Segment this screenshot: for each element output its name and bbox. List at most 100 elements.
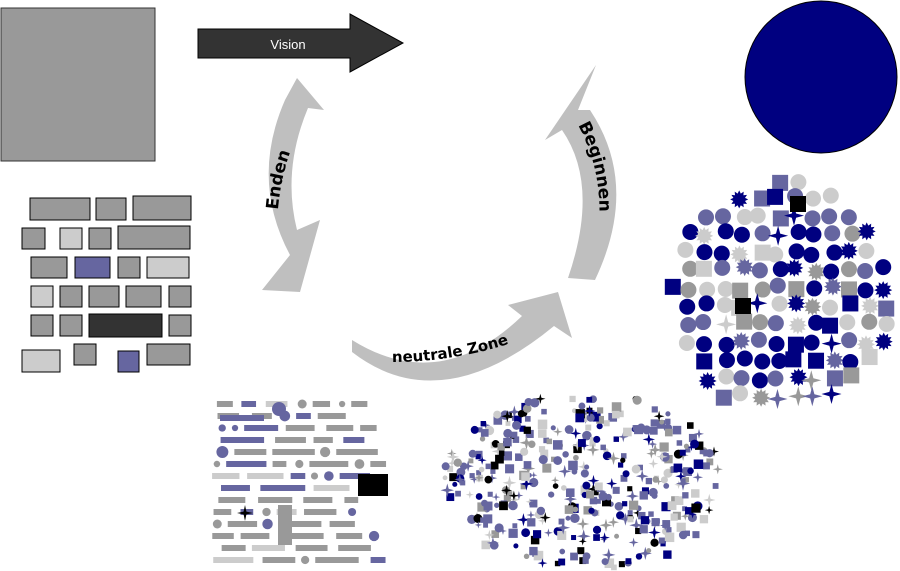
field-square (620, 453, 627, 459)
cluster-square (754, 190, 771, 207)
field-star (544, 528, 553, 538)
bar (212, 473, 240, 479)
field-square (586, 396, 593, 403)
cluster-circle (790, 223, 807, 240)
field-square (611, 564, 617, 571)
field-square (543, 437, 549, 444)
field-square (650, 419, 658, 427)
cluster-circle (824, 225, 841, 242)
field-square (589, 496, 598, 505)
field-star (675, 470, 687, 482)
field-square (666, 527, 672, 533)
cluster-circle (788, 243, 805, 260)
bar (309, 461, 349, 467)
cluster-circle (822, 299, 839, 316)
field-dot (513, 543, 519, 549)
cluster-circle (861, 313, 878, 330)
field-star (563, 492, 577, 506)
cluster-circle (823, 263, 840, 280)
field-square (586, 490, 595, 499)
field-square (491, 530, 500, 538)
bar (247, 473, 284, 479)
cluster-circle (857, 262, 874, 279)
brick (21, 227, 46, 250)
field-square (625, 558, 632, 565)
field-star (576, 529, 591, 544)
cluster-circle (679, 298, 696, 315)
bar (212, 533, 234, 539)
field-dot (614, 502, 624, 511)
brick (30, 285, 54, 308)
bar-dot (354, 459, 365, 469)
field-star (577, 460, 590, 473)
cluster-burst (732, 332, 751, 350)
cluster-circle (696, 244, 713, 261)
field-square (449, 473, 458, 482)
field-dot (548, 491, 555, 498)
field-square (611, 402, 622, 412)
field-star (674, 480, 683, 489)
field-star (607, 516, 619, 528)
field-square (477, 427, 483, 433)
cluster-star (747, 293, 768, 314)
field-square (475, 454, 481, 460)
field-dot (620, 457, 626, 463)
field-square (477, 502, 487, 512)
field-dot (478, 466, 485, 473)
field-star (629, 518, 644, 533)
bar (262, 557, 296, 563)
field-star (687, 443, 696, 452)
cluster-circle (804, 210, 821, 227)
field-star (516, 513, 531, 527)
field-square (533, 550, 544, 561)
field-dot (578, 402, 586, 410)
field-star (656, 451, 668, 463)
cluster-circle (772, 261, 789, 278)
navy-circle (744, 0, 898, 154)
vision-arrow: Vision (197, 13, 405, 73)
field-square (570, 552, 578, 561)
cluster-circle (844, 225, 861, 242)
field-square (468, 458, 474, 464)
field-square (455, 490, 461, 497)
brick (146, 343, 191, 366)
field-square (552, 440, 563, 450)
field-dot (553, 456, 563, 465)
field-square (602, 497, 612, 507)
cluster-square (840, 281, 857, 298)
field-star (583, 405, 596, 417)
bar (326, 425, 354, 431)
field-square (568, 460, 578, 471)
scattered-bars (212, 399, 388, 565)
field-square (446, 493, 455, 502)
cluster-burst (785, 258, 804, 277)
bar (295, 545, 328, 551)
field-dot (494, 502, 500, 508)
cluster-circle (716, 296, 733, 313)
field-square (493, 416, 503, 425)
field-star (558, 464, 572, 478)
field-square (695, 441, 704, 450)
field-square (520, 483, 527, 490)
field-square (519, 425, 526, 432)
field-dot (565, 515, 571, 521)
bar-dot (231, 424, 239, 432)
field-star (474, 473, 484, 483)
field-square (447, 465, 454, 472)
field-square (604, 558, 615, 569)
bar (315, 557, 359, 563)
bar-dot (297, 399, 307, 409)
bar (370, 461, 387, 467)
cluster-circle (718, 352, 735, 369)
cluster-circle (822, 187, 839, 204)
field-dot (582, 552, 591, 561)
field-square (476, 470, 482, 476)
cluster-burst (857, 222, 876, 241)
bar-dot (212, 519, 222, 529)
field-dot (494, 523, 504, 533)
field-square (679, 449, 686, 456)
cluster-circle (771, 353, 788, 370)
field-square (521, 472, 530, 481)
brick (59, 314, 83, 337)
field-dot (635, 553, 643, 560)
